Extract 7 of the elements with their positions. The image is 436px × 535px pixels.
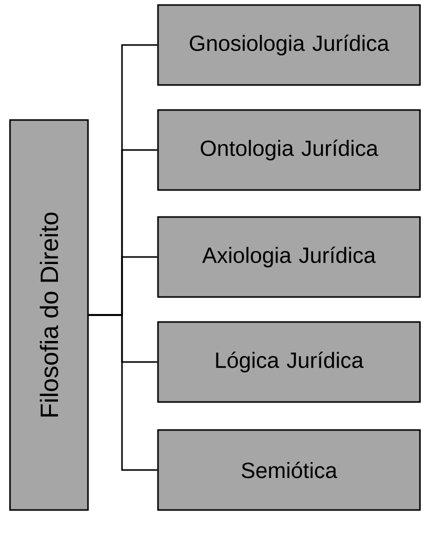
branch-box: Gnosiologia Jurídica [157,4,421,86]
title-box: Filosofia do Direito [9,119,89,511]
branch-box: Lógica Jurídica [157,321,421,403]
branch-box: Semiótica [157,429,421,511]
connector-line [88,314,158,471]
branch-box: Axiologia Jurídica [157,216,421,298]
branch-box: Ontologia Jurídica [157,109,421,191]
